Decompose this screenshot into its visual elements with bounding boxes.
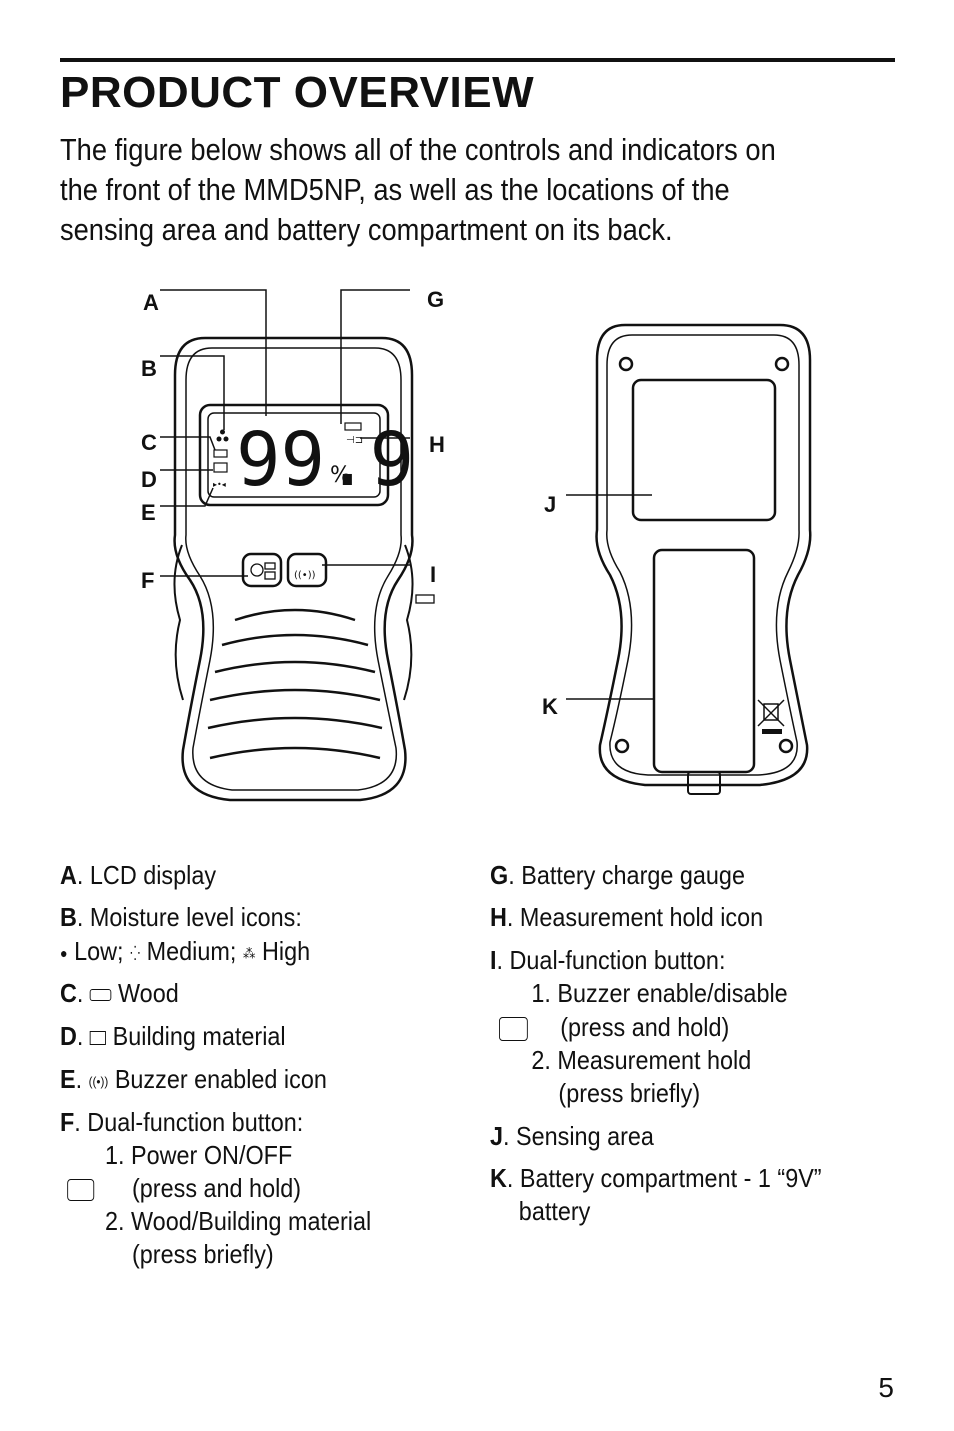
battery-compartment <box>652 548 756 774</box>
legend-i-l1: 1. Buzzer enable/disable <box>531 978 788 1008</box>
button-f <box>241 552 283 588</box>
page-title: PRODUCT OVERVIEW <box>60 68 535 117</box>
legend-i: I. Dual-function button: <box>490 945 726 975</box>
callout-d: D <box>141 467 157 492</box>
lcd-frame <box>198 403 390 507</box>
callout-j: J <box>544 492 556 517</box>
svg-text:⊣⊐: ⊣⊐ <box>346 435 363 446</box>
lcd-reading: 99.9 <box>236 417 414 503</box>
legend-i-l4: (press briefly) <box>558 1078 701 1108</box>
product-figure: 99.9 % ▸•◂ ⊣⊐ ((•)) A B C <box>141 287 812 802</box>
legend-k: K. Battery compartment - 1 “9V” <box>490 1163 822 1193</box>
legend-c: C. Wood <box>60 978 179 1008</box>
callout-a: A <box>143 290 159 315</box>
legend-b: B. Moisture level icons: <box>60 902 302 932</box>
back-device-outline <box>595 323 812 787</box>
buzzer-icon: ((•)) <box>88 1073 109 1089</box>
legend-f: F. Dual-function button: <box>60 1107 304 1137</box>
lcd-unit: % <box>330 463 351 488</box>
sensing-area <box>631 378 777 522</box>
drop-low-icon: ● <box>60 945 68 962</box>
hold-button-icon <box>499 1012 528 1043</box>
legend-f-l4: (press briefly) <box>132 1239 274 1269</box>
intro-line: sensing area and battery compartment on … <box>60 212 673 247</box>
legend-e: E. ((•)) Buzzer enabled icon <box>60 1064 327 1094</box>
drop-medium-icon: ⁛ <box>130 944 141 961</box>
intro-paragraph: The figure below shows all of the contro… <box>60 130 790 250</box>
legend-j: J. Sensing area <box>490 1121 654 1151</box>
callout-f: F <box>141 568 154 593</box>
legend-left: A. LCD display B. Moisture level icons: … <box>60 860 447 1280</box>
legend-f-l2: (press and hold) <box>132 1173 302 1203</box>
power-button-icon <box>67 1173 95 1204</box>
svg-text:▸•◂: ▸•◂ <box>213 480 226 489</box>
legend-i-l3: 2. Measurement hold <box>531 1045 752 1075</box>
intro-line: the front of the MMD5NP, as well as the … <box>60 172 730 207</box>
top-rule <box>60 58 895 62</box>
front-device-outline <box>173 336 414 802</box>
legend-f-l3: 2. Wood/Building material <box>105 1206 372 1236</box>
callout-e: E <box>141 500 156 525</box>
intro-line: The figure below shows all of the contro… <box>60 132 776 167</box>
callout-c: C <box>141 430 157 455</box>
callout-g: G <box>427 287 444 312</box>
callout-h: H <box>429 432 445 457</box>
svg-text:((•)): ((•)) <box>294 570 316 581</box>
legend-b-levels: ● Low; ⁛ Medium; ⁂ High <box>60 936 311 966</box>
legend-i-l2: (press and hold) <box>560 1012 730 1042</box>
lcd-icons: ▸•◂ ⊣⊐ <box>213 422 363 489</box>
page-number: 5 <box>878 1372 894 1403</box>
building-material-icon <box>89 1031 107 1046</box>
callout-i: I <box>430 562 436 587</box>
legend-d: D. Building material <box>60 1021 286 1051</box>
legend-f-l1: 1. Power ON/OFF <box>105 1140 293 1170</box>
legend-a: A. LCD display <box>60 860 217 890</box>
legend-k-line2: battery <box>518 1196 591 1226</box>
legend-right: G. Battery charge gauge H. Measurement h… <box>490 860 868 1240</box>
callout-k: K <box>542 694 558 719</box>
drop-high-icon: ⁂ <box>242 944 256 961</box>
legend-g: G. Battery charge gauge <box>490 860 745 890</box>
legend-h: H. Measurement hold icon <box>490 902 764 932</box>
wood-icon <box>89 989 112 1002</box>
callout-b: B <box>141 356 157 381</box>
weee-icon <box>757 699 785 727</box>
button-i <box>286 552 328 588</box>
